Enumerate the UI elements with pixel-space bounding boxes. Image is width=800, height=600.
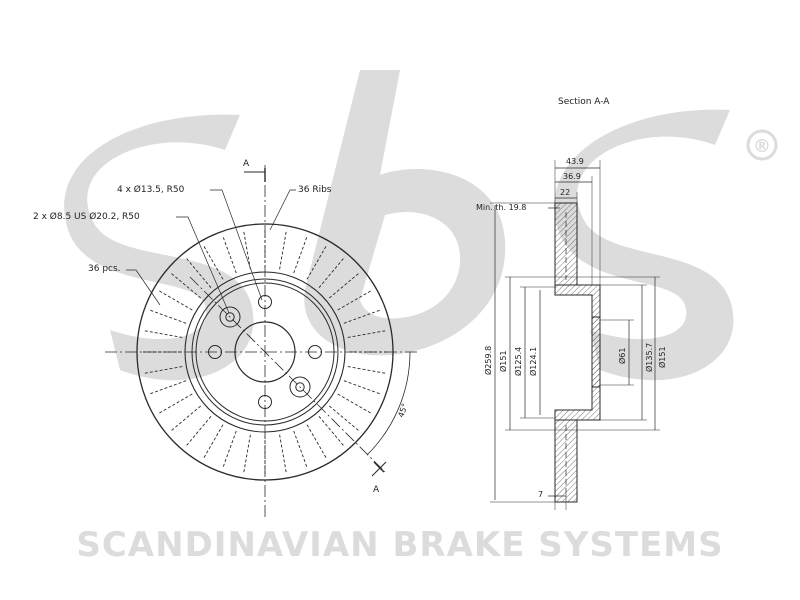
leader-small-holes (176, 216, 230, 314)
leader-ribs (269, 189, 296, 231)
small-hole-spotface-lower (289, 376, 311, 398)
cooling-slot (343, 380, 382, 395)
label-dia-151-right: Ø151 (657, 346, 667, 368)
cooling-slot (293, 430, 308, 469)
small-hole-upper (225, 312, 235, 322)
label-min-thickness: Min. th. 19.8 (476, 203, 526, 212)
cooling-slot (337, 289, 373, 311)
section-mark-top-label: A (243, 159, 250, 169)
front-view: A A 45° (105, 159, 420, 520)
cooling-slot (169, 271, 201, 299)
cooling-slot (202, 424, 224, 460)
cooling-slot (306, 424, 328, 460)
leader-slots (126, 269, 161, 306)
cooling-ribs (141, 228, 389, 476)
label-dia-135: Ø135.7 (644, 343, 654, 372)
bolt-hole-top (258, 295, 272, 309)
label-small-holes: 2 x Ø8.5 US Ø20.2, R50 (33, 211, 140, 222)
label-22: 22 (560, 188, 570, 197)
cooling-slot (329, 405, 361, 433)
registered-mark-letter: ® (753, 136, 771, 157)
label-36-9: 36.9 (563, 172, 581, 181)
cooling-slot (347, 366, 388, 374)
section-mark-bottom-label: A (373, 485, 380, 495)
label-slots: 36 pcs. (88, 264, 121, 274)
label-dia-61: Ø61 (617, 348, 627, 364)
section-mark-bottom-line (373, 461, 385, 473)
cooling-slot (329, 271, 361, 299)
bolt-hole-left (208, 345, 222, 359)
cooling-slot (184, 416, 212, 448)
centerline-diagonal (189, 276, 386, 473)
cooling-slot (222, 430, 237, 469)
small-hole-spotface-upper (219, 306, 241, 328)
cooling-slot (243, 434, 251, 475)
cooling-slot (148, 380, 187, 395)
bolt-hole-right (308, 345, 322, 359)
cooling-slot (243, 229, 251, 270)
cooling-slot (169, 405, 201, 433)
cooling-slot (157, 393, 193, 415)
cooling-slot (222, 235, 237, 274)
bolt-hole-bottom (258, 395, 272, 409)
friction-ring-inner (184, 271, 346, 433)
cooling-slot (157, 289, 193, 311)
cooling-slot (142, 330, 183, 338)
cooling-slot (306, 244, 328, 280)
label-dia-259: Ø259.8 (483, 346, 493, 375)
cooling-slot (184, 256, 212, 288)
section-title: Section A-A (558, 97, 610, 107)
angle-label: 45° (396, 402, 409, 418)
cooling-slot (343, 309, 382, 324)
registered-mark-circle (746, 129, 778, 161)
small-hole-lower (295, 382, 305, 392)
label-bolt-holes: 4 x Ø13.5, R50 (117, 184, 185, 195)
cooling-slot (142, 366, 183, 374)
cooling-slot (148, 309, 187, 324)
cooling-slot (347, 330, 388, 338)
label-dia-125: Ø125.4 (513, 347, 523, 376)
brand-name: SCANDINAVIAN BRAKE SYSTEMS (76, 525, 723, 565)
section-view (490, 160, 660, 510)
label-43-9: 43.9 (566, 157, 584, 166)
cooling-slot (337, 393, 373, 415)
label-dia-151-left: Ø151 (498, 350, 508, 372)
cooling-slot (318, 416, 346, 448)
leader-bolt-holes (210, 189, 263, 301)
hat-flange (591, 316, 601, 388)
cooling-slot (293, 235, 308, 274)
cooling-slot (202, 244, 224, 280)
angle-arc (366, 351, 411, 456)
cooling-slot (279, 434, 287, 475)
hat-inner-ring (195, 282, 335, 422)
hat-outer-ring (191, 278, 339, 426)
label-ribs: 36 Ribs (298, 185, 332, 195)
cooling-slot (318, 256, 346, 288)
sbs-logo (64, 70, 734, 381)
center-bore (234, 321, 296, 383)
label-dia-124: Ø124.1 (528, 347, 538, 376)
section-mark-bottom-arrow (371, 461, 387, 477)
cooling-slot (279, 229, 287, 270)
disc-outer-edge (136, 223, 394, 481)
label-7: 7 (538, 490, 543, 499)
